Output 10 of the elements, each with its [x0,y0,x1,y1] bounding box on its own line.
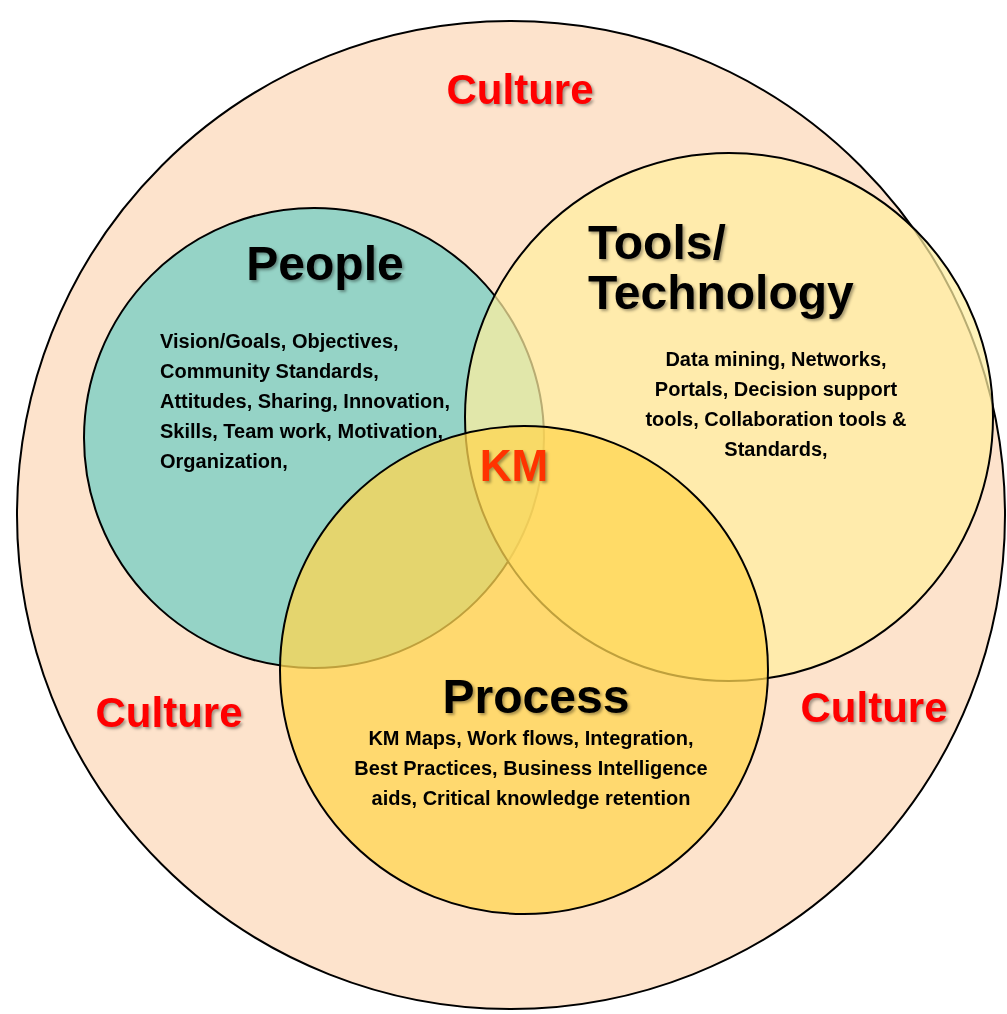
circle-description: Data mining, Networks, Portals, Decision support tools, Collaboration tools & Standards, [644,347,908,462]
culture-label: Culture [800,687,948,729]
culture-label: Culture [95,692,243,734]
circle-title: People [245,239,405,289]
circle-description: KM Maps, Work flows, Integration, Best Practices, Business Intelligence aids, Critical knowledge retention [353,726,709,811]
center-label: KM [479,441,549,491]
culture-label: Culture [446,69,594,111]
circle-title: Tools/ Technology [588,218,855,318]
circle-description: Vision/Goals, Objectives, Community Standards, Attitudes, Sharing, Innovation, Skills, Team work, Motivation, Organization, [160,329,451,474]
circle-title: Process [441,672,631,722]
